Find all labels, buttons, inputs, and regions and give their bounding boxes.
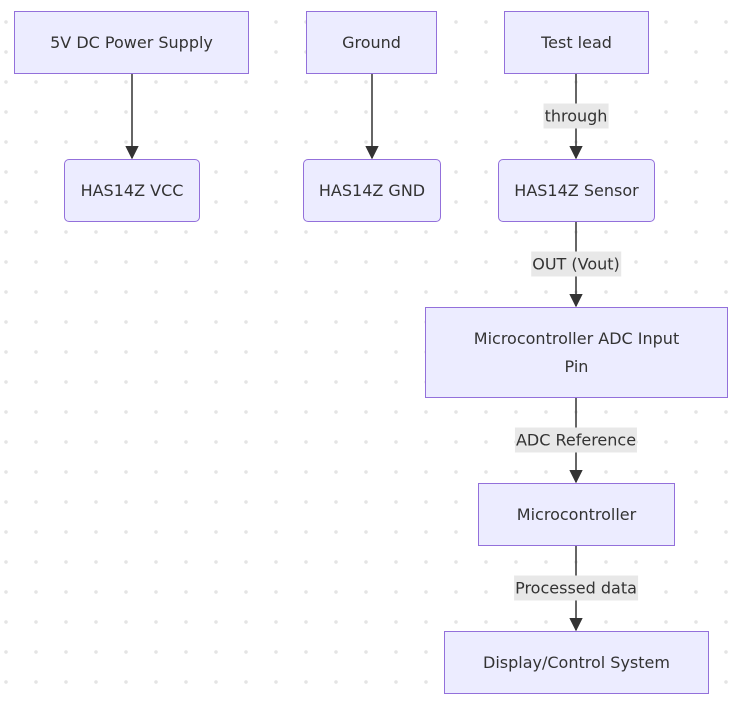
node-power-supply-label: 5V DC Power Supply xyxy=(50,32,213,52)
node-test-lead-label: Test lead xyxy=(541,32,612,52)
node-test-lead[interactable]: Test lead xyxy=(504,11,649,74)
node-power-supply[interactable]: 5V DC Power Supply xyxy=(14,11,249,74)
node-has14z-sensor[interactable]: HAS14Z Sensor xyxy=(498,159,655,222)
node-has14z-gnd[interactable]: HAS14Z GND xyxy=(303,159,441,222)
node-ground-label: Ground xyxy=(342,32,401,52)
node-has14z-vcc-label: HAS14Z VCC xyxy=(80,180,184,200)
node-has14z-sensor-label: HAS14Z Sensor xyxy=(514,180,639,200)
node-adc-input-pin-label-line2: Pin xyxy=(564,356,589,376)
node-display-control-label: Display/Control System xyxy=(483,652,670,672)
node-ground[interactable]: Ground xyxy=(306,11,437,74)
node-has14z-vcc[interactable]: HAS14Z VCC xyxy=(64,159,200,222)
edge-label-processed-data: Processed data xyxy=(514,575,638,601)
node-adc-input-pin-label-line1: Microcontroller ADC Input xyxy=(473,328,680,348)
edge-label-through: through xyxy=(543,103,609,129)
node-microcontroller[interactable]: Microcontroller xyxy=(478,483,675,546)
edge-label-adc-reference: ADC Reference xyxy=(514,427,638,453)
node-has14z-gnd-label: HAS14Z GND xyxy=(318,180,426,200)
node-display-control[interactable]: Display/Control System xyxy=(444,631,709,694)
node-microcontroller-label: Microcontroller xyxy=(516,504,637,524)
node-adc-input-pin[interactable]: Microcontroller ADC Input Pin xyxy=(425,307,728,398)
edge-label-out-vout: OUT (Vout) xyxy=(531,251,621,277)
